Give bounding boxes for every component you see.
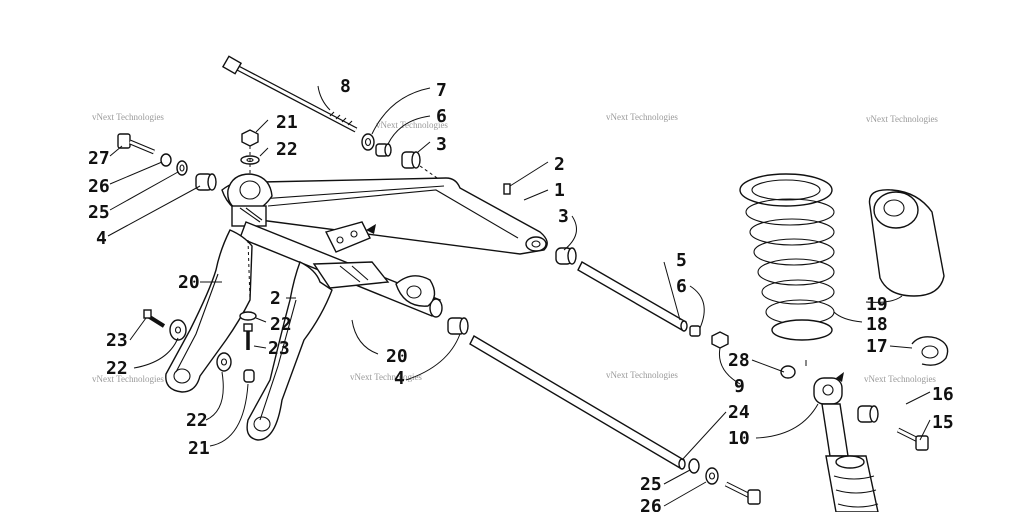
callout-4: 4 <box>96 228 107 249</box>
callout-16: 16 <box>932 384 954 405</box>
callouts: 8 7 6 3 21 22 27 26 25 4 2 1 3 20 2 22 2… <box>88 76 954 512</box>
upper-a-arm-part <box>221 173 548 255</box>
callout-2: 2 <box>554 154 565 175</box>
right-hardware <box>857 405 929 451</box>
watermark-6: vNext Technologies <box>350 372 422 382</box>
right-arm-part <box>246 261 333 441</box>
center-spacers <box>447 247 577 335</box>
callout-4: 4 <box>394 368 405 389</box>
callout-22: 22 <box>276 139 298 160</box>
shaft-upper-part <box>577 261 729 349</box>
watermarks: vNext Technologies vNext Technologies vN… <box>92 112 938 384</box>
watermark-7: vNext Technologies <box>606 370 678 380</box>
cross-tube-part <box>239 221 443 318</box>
callout-22: 22 <box>186 410 208 431</box>
callout-27: 27 <box>88 148 110 169</box>
callout-28: 28 <box>728 350 750 371</box>
leader-lines <box>107 85 931 507</box>
callout-21: 21 <box>188 438 210 459</box>
callout-3: 3 <box>558 206 569 227</box>
callout-21: 21 <box>276 112 298 133</box>
callout-10: 10 <box>728 428 750 449</box>
watermark-1: vNext Technologies <box>92 112 164 122</box>
bump-stop-part <box>868 189 945 297</box>
shock-absorber-part <box>780 360 879 512</box>
callout-18: 18 <box>866 314 888 335</box>
top-hardware <box>361 133 441 181</box>
callout-24: 24 <box>728 402 750 423</box>
callout-1: 1 <box>554 180 565 201</box>
left-arm-hardware <box>143 309 257 383</box>
callout-15: 15 <box>932 412 954 433</box>
long-bolt-part <box>221 55 358 133</box>
watermark-5: vNext Technologies <box>92 374 164 384</box>
callout-9: 9 <box>734 376 745 397</box>
callout-26: 26 <box>640 496 662 512</box>
callout-26: 26 <box>88 176 110 197</box>
callout-22: 22 <box>270 314 292 335</box>
callout-19: 19 <box>866 294 888 315</box>
callout-25: 25 <box>88 202 110 223</box>
callout-2: 2 <box>270 288 281 309</box>
callout-17: 17 <box>866 336 888 357</box>
left-hardware <box>117 129 260 212</box>
callout-8: 8 <box>340 76 351 97</box>
callout-6: 6 <box>676 276 687 297</box>
callout-7: 7 <box>436 80 447 101</box>
spring-retainer-part <box>911 336 949 366</box>
callout-6: 6 <box>436 106 447 127</box>
callout-20: 20 <box>178 272 200 293</box>
watermark-2: vNext Technologies <box>376 120 448 130</box>
watermark-3: vNext Technologies <box>606 112 678 122</box>
left-arm-part <box>165 229 253 393</box>
watermark-4: vNext Technologies <box>866 114 938 124</box>
coil-spring-part <box>739 173 835 341</box>
callout-25: 25 <box>640 474 662 495</box>
callout-23: 23 <box>106 330 128 351</box>
watermark-8: vNext Technologies <box>864 374 936 384</box>
callout-3: 3 <box>436 134 447 155</box>
callout-22: 22 <box>106 358 128 379</box>
callout-5: 5 <box>676 250 687 271</box>
callout-23: 23 <box>268 338 290 359</box>
callout-20: 20 <box>386 346 408 367</box>
shaft-lower-part <box>469 335 761 505</box>
